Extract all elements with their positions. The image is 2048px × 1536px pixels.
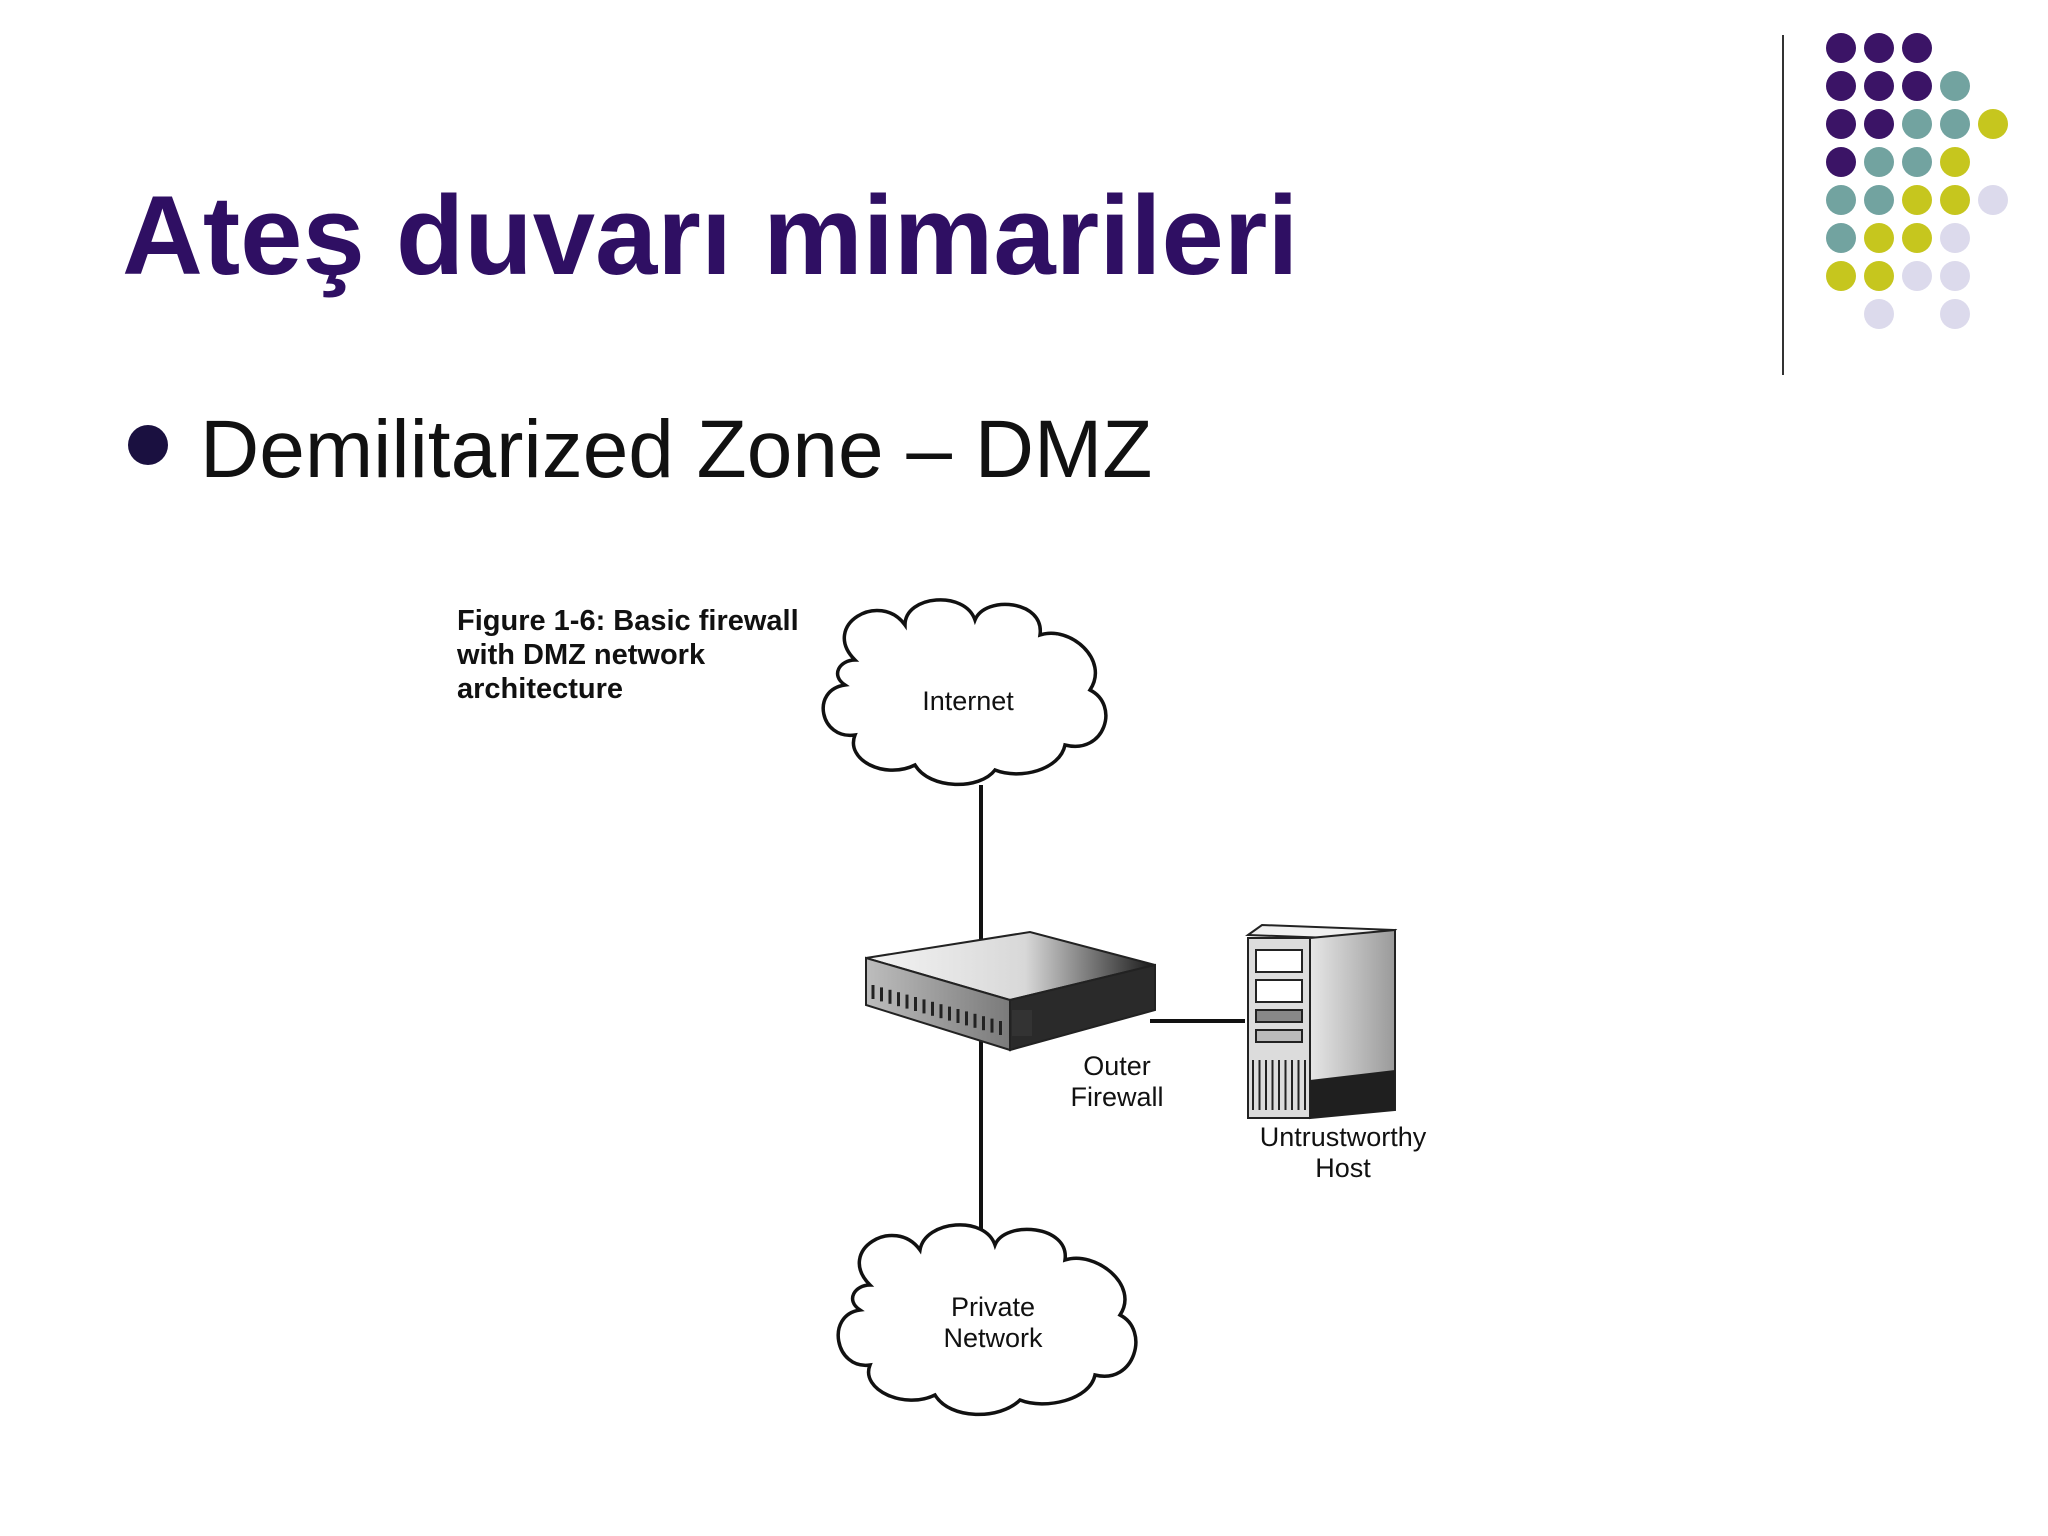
decorative-dot [1864,223,1894,253]
decorative-dot [1940,299,1970,329]
slide-title: Ateş duvarı mimarileri [122,173,1299,298]
figure-caption-line-2: with DMZ network [456,639,706,671]
decorative-dot [1902,33,1932,63]
decorative-dot [1940,71,1970,101]
private-network-cloud-icon [836,1223,1138,1417]
decorative-dot [1826,71,1856,101]
bullet-text: Demilitarized Zone – DMZ [200,404,1153,495]
private-network-label-line-2: Network [943,1323,1043,1353]
decorative-dot [1864,185,1894,215]
outer-firewall-icon [865,930,1156,1052]
figure-caption-line-3: architecture [457,673,623,705]
untrustworthy-host-label-line-1: Untrustworthy [1260,1122,1427,1152]
decorative-dot [1940,147,1970,177]
decorative-dot [1940,109,1970,139]
untrustworthy-host-label-line-2: Host [1315,1153,1371,1183]
decorative-dot [1864,261,1894,291]
outer-firewall-label-line-1: Outer [1083,1051,1151,1081]
decorative-dot [1826,185,1856,215]
decorative-dot [1902,223,1932,253]
outer-firewall-label-line-2: Firewall [1070,1082,1163,1112]
decorative-dot [1978,185,2008,215]
decorative-dot [1902,147,1932,177]
decorative-dot [1864,33,1894,63]
decorative-dot [1902,71,1932,101]
decorative-dot [1940,185,1970,215]
decorative-dot [1940,261,1970,291]
decorative-dot [1826,223,1856,253]
decorative-dot [1902,261,1932,291]
decorative-dot [1978,109,2008,139]
decorative-dot [1826,109,1856,139]
bullet-dot-icon [128,425,168,465]
decorative-dot [1826,147,1856,177]
decorative-dot [1864,71,1894,101]
decorative-dot [1826,33,1856,63]
decorative-dot [1864,109,1894,139]
private-network-label-line-1: Private [951,1292,1035,1322]
decorative-dot [1902,185,1932,215]
decorative-dot [1902,109,1932,139]
untrustworthy-host-server-icon [1245,923,1398,1120]
decorative-dot [1940,223,1970,253]
internet-label: Internet [922,686,1014,716]
decorative-dot [1864,147,1894,177]
decorative-dot [1864,299,1894,329]
internet-cloud-icon [821,598,1108,787]
decorative-dot [1826,261,1856,291]
figure-caption-line-1: Figure 1-6: Basic firewall [457,605,799,637]
decorative-divider [1782,35,1784,375]
